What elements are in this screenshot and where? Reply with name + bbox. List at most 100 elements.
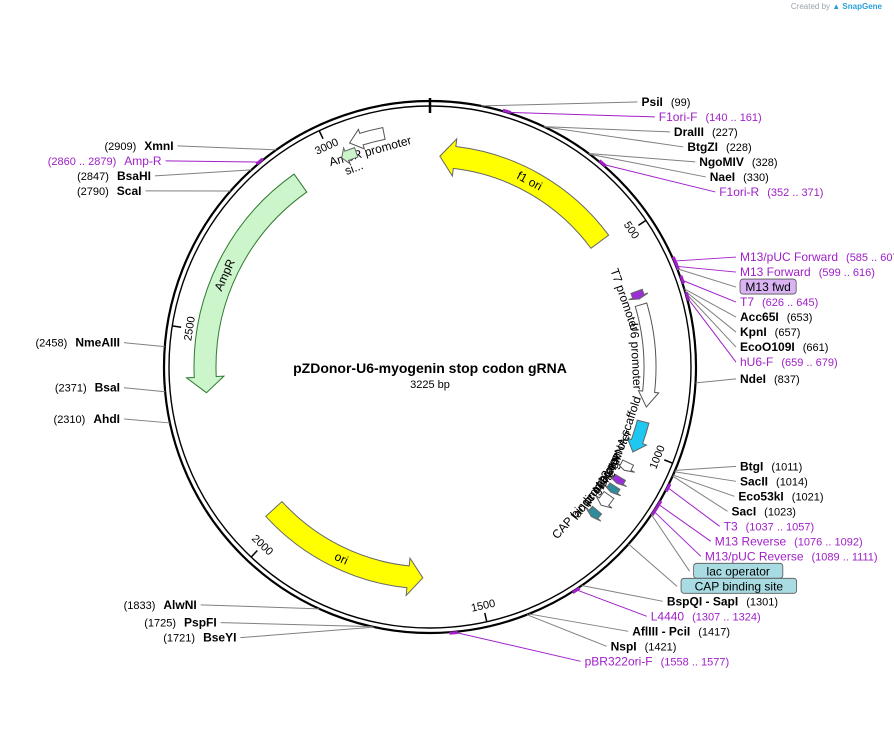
site-label-ecoo109i[interactable]: EcoO109I(661) [740,340,828,354]
label-position: (1833) [124,600,156,612]
site-label-amp-r[interactable]: (2860 .. 2879)Amp-R [48,154,162,168]
label-name: DraIII [674,125,704,139]
label-text: T7(626 .. 645) [740,295,818,309]
label-text: M13/pUC Reverse(1089 .. 1111) [705,549,878,563]
leader-line [200,604,320,610]
label-text: (2371)BsaI [55,381,120,395]
site-label-ahdi[interactable]: (2310)AhdI [54,412,120,426]
label-name: L4440 [651,609,685,623]
label-name: NmeAIII [75,336,120,350]
site-label-psii[interactable]: PsiI(99) [642,95,691,109]
site-label-sacii[interactable]: SacII(1014) [740,474,808,488]
feature-t3-promoter[interactable] [616,459,635,473]
site-label-xmni[interactable]: (2909)XmnI [104,139,173,153]
site-label-m13-fwd[interactable]: M13 fwd [739,278,797,295]
label-name: NdeI [740,372,766,386]
label-name: F1ori-F [659,110,698,124]
label-name: PspFI [184,616,217,630]
label-name: NspI [611,639,637,653]
site-label-nmeaiii[interactable]: (2458)NmeAIII [36,336,120,350]
label-name: M13 fwd [745,280,790,294]
tick-label: 2500 [182,316,198,342]
site-label-ndei[interactable]: NdeI(837) [740,372,800,386]
site-label-nspi[interactable]: NspI(1421) [611,639,677,653]
feature-cap-binding-site[interactable] [585,505,603,522]
site-label-bseyi[interactable]: (1721)BseYI [163,631,236,645]
site-label-bspqi-sapi[interactable]: BspQI - SapI(1301) [667,594,778,608]
label-name: M13 Reverse [715,534,787,548]
site-label-f1ori-r[interactable]: F1ori-R(352 .. 371) [719,185,823,199]
label-text: pBR322ori-F(1558 .. 1577) [585,654,730,668]
site-label-m13-reverse[interactable]: M13 Reverse(1076 .. 1092) [715,534,863,548]
feature-t7-promoter[interactable] [628,288,649,301]
label-position: (2371) [55,383,87,395]
site-label-f1ori-f[interactable]: F1ori-F(140 .. 161) [659,110,762,124]
label-name: EcoO109I [740,340,795,354]
label-position: (328) [752,157,778,169]
site-label-pbr322ori-f[interactable]: pBR322ori-F(1558 .. 1577) [585,654,730,668]
site-label-m13-puc-reverse[interactable]: M13/pUC Reverse(1089 .. 1111) [705,549,878,563]
leader-line [544,126,684,148]
leader-line [220,622,373,628]
site-label-t7[interactable]: T7(626 .. 645) [740,295,818,309]
site-label-l4440[interactable]: L4440 (1307 .. 1324) [651,609,761,623]
primer-site-mark [502,108,512,114]
label-name: pBR322ori-F [585,654,653,668]
site-label-afliii-pcii[interactable]: AflIII - PciI(1417) [632,624,730,638]
label-name: F1ori-R [719,185,759,199]
feature-si-[interactable] [341,146,359,166]
label-text: Eco53kI(1021) [738,489,823,503]
label-text: SacI(1023) [731,504,795,518]
label-text: NspI(1421) [611,639,677,653]
feature-lac-promoter[interactable] [595,490,615,509]
feature-ori[interactable] [265,500,424,597]
site-label-lac-operator[interactable]: lac operator [693,562,784,579]
label-text: PsiI(99) [642,95,691,109]
label-name: AhdI [93,412,120,426]
site-label-pspfi[interactable]: (1725)PspFI [144,616,216,630]
feature-m13-rev[interactable] [608,473,628,487]
site-label-acc65i[interactable]: Acc65I(653) [740,310,812,324]
site-label-naei[interactable]: NaeI(330) [710,170,769,184]
leader-line [685,292,737,348]
feature-ampr-promoter[interactable] [348,127,386,150]
feature-grna-scaffold[interactable] [626,419,650,453]
label-position: (330) [743,172,769,184]
tick-mark-1000 [663,459,673,464]
site-label-scai[interactable]: (2790)ScaI [77,184,141,198]
primer-site-mark [684,292,691,301]
label-text: M13 Forward(599 .. 616) [740,265,875,279]
leader-line [543,126,670,133]
site-label-t3[interactable]: T3(1037 .. 1057) [724,519,815,533]
site-label-m13-puc-forward[interactable]: M13/pUC Forward(585 .. 607) [740,250,894,264]
label-text: EcoO109I(661) [740,340,828,354]
label-position: (1721) [163,633,195,645]
tick-mark-2000 [250,550,258,558]
label-text: NaeI(330) [710,170,769,184]
leader-line [588,152,696,163]
site-label-alwni[interactable]: (1833)AlwNI [124,598,197,612]
label-text: (2458)NmeAIII [36,336,120,350]
feature-lac-operator[interactable] [603,482,622,497]
feature-u6-promoter[interactable] [634,302,660,408]
site-label-btgzi[interactable]: BtgZI(228) [687,140,751,154]
site-label-eco53ki[interactable]: Eco53kI(1021) [738,489,823,503]
feature-ampr[interactable] [185,173,308,394]
site-label-btgi[interactable]: BtgI(1011) [740,459,802,473]
site-label-bsai[interactable]: (2371)BsaI [55,381,120,395]
feature-f1-ori[interactable] [439,137,610,249]
primer-site-mark [650,507,658,516]
site-label-m13-forward[interactable]: M13 Forward(599 .. 616) [740,265,875,279]
site-label-saci[interactable]: SacI(1023) [731,504,795,518]
label-position: (1307 .. 1324) [692,611,761,623]
site-label-kpni[interactable]: KpnI(657) [740,325,800,339]
leader-line [683,288,737,318]
site-label-ngomiv[interactable]: NgoMIV(328) [699,155,777,169]
primer-site-mark [655,500,663,509]
primer-site-mark [664,483,672,493]
site-label-bsahi[interactable]: (2847)BsaHI [77,169,151,183]
leader-line [589,153,706,178]
site-label-draiii[interactable]: DraIII(227) [674,125,738,139]
site-label-hu6-f[interactable]: hU6-F(659 .. 679) [740,355,838,369]
site-label-cap-binding-site[interactable]: CAP binding site [680,577,798,594]
